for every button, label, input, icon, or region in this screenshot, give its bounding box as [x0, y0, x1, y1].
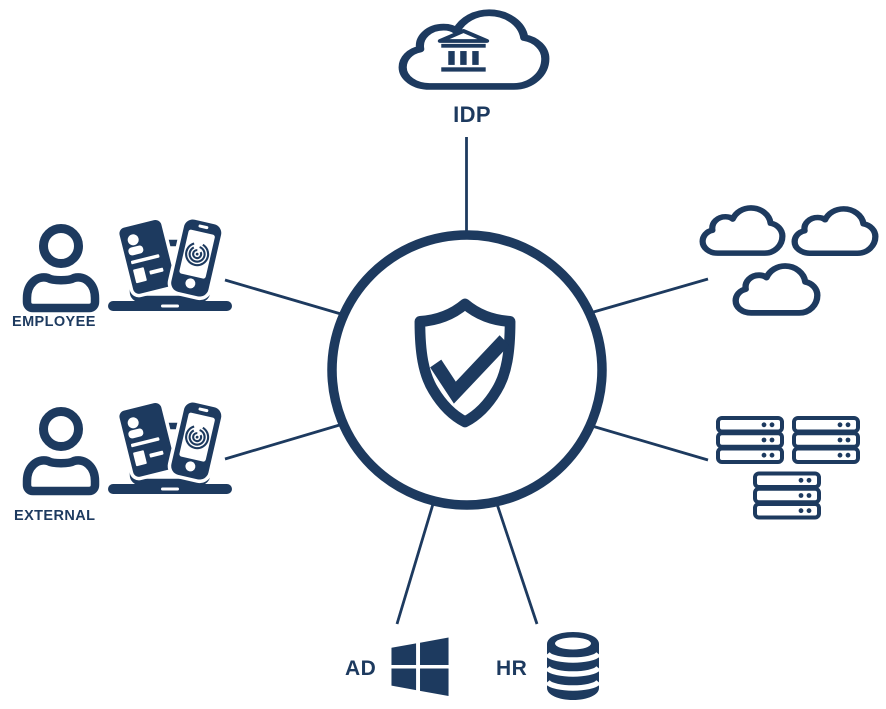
- cloud-institution-icon: [398, 9, 550, 90]
- fingerprint-phone-icon: [167, 215, 225, 301]
- server-rack-icon: [716, 416, 784, 464]
- cloud-icon: [791, 206, 879, 256]
- server-rack-icon: [753, 471, 821, 520]
- fingerprint-icon: [185, 242, 210, 267]
- cloud-icon: [699, 205, 786, 256]
- server-rack-icon: [792, 416, 860, 464]
- fingerprint-icon: [185, 425, 210, 450]
- idp-label: IDP: [453, 102, 491, 127]
- fingerprint-phone-icon: [167, 398, 225, 484]
- shield-check-icon: [414, 298, 516, 428]
- employee-devices-icon: [108, 215, 232, 311]
- hr-label: HR: [496, 657, 528, 680]
- connection-employee-line: [224, 278, 342, 316]
- database-icon: [545, 632, 601, 700]
- person-icon: [22, 407, 100, 496]
- person-icon: [22, 224, 100, 313]
- id-card-icon: [115, 399, 179, 481]
- cloud-icon: [732, 263, 821, 316]
- connection-external-line: [224, 422, 344, 461]
- windows-logo-icon: [391, 637, 449, 697]
- connection-hr-line: [495, 503, 539, 625]
- external-label: EXTERNAL: [14, 508, 96, 524]
- external-devices-icon: [108, 398, 232, 494]
- bank-icon: [437, 29, 490, 72]
- employee-label: EMPLOYEE: [12, 314, 96, 330]
- ad-label: AD: [345, 657, 377, 680]
- connection-servers-line: [591, 424, 709, 462]
- connection-clouds-line: [589, 277, 709, 315]
- id-card-icon: [115, 216, 179, 298]
- connection-ad-line: [395, 503, 435, 625]
